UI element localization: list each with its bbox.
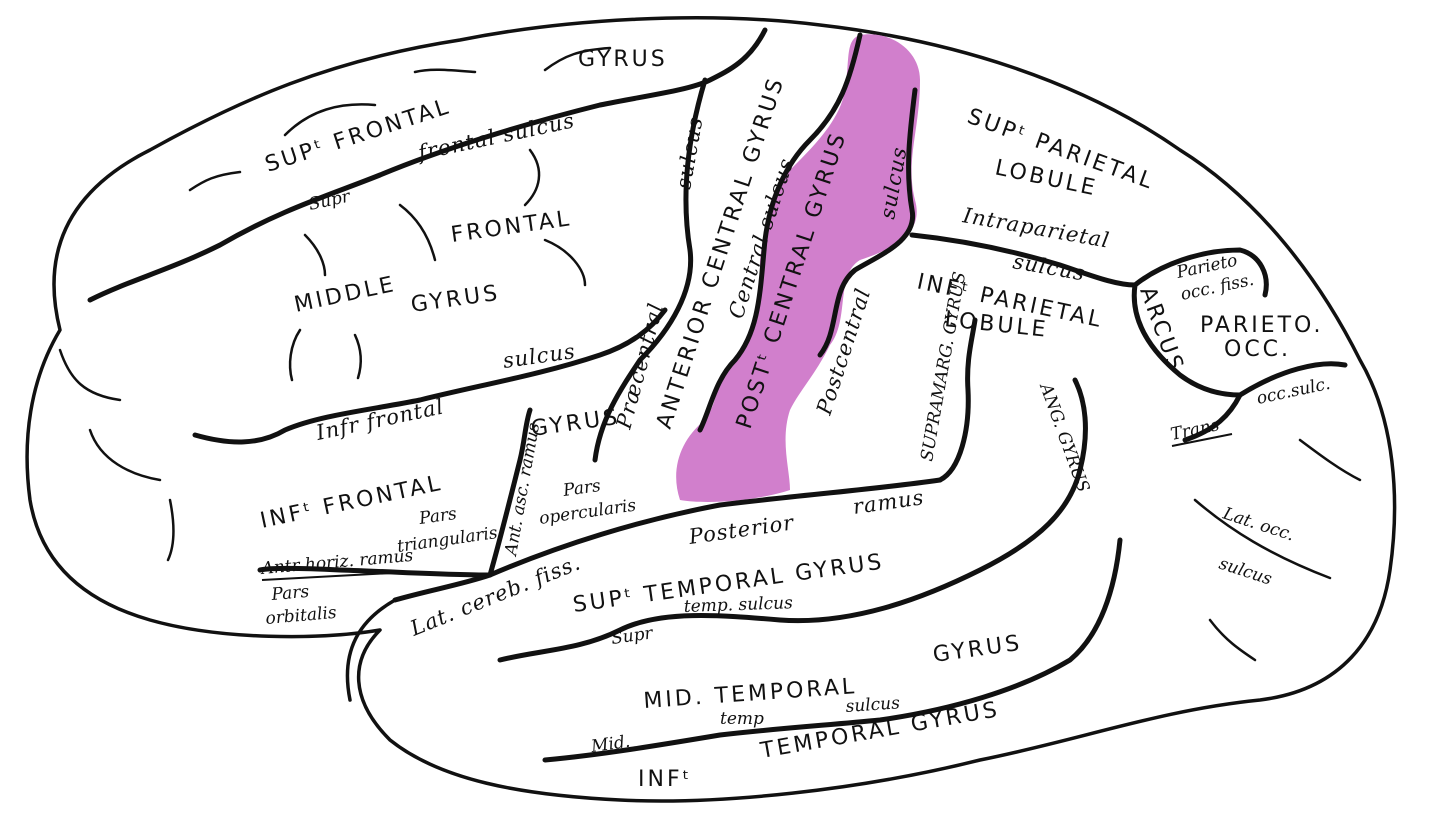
anterior-horizontal-ramus [257,566,493,578]
inferior-frontal-sulcus [192,307,668,445]
occipital-groove-3 [1208,618,1257,662]
transverse-occipital-sulcus [1182,392,1243,443]
frontal-groove-10 [88,428,162,482]
frontal-groove-3 [413,68,477,74]
frontal-groove-12 [288,328,302,382]
parieto-occipital-arcus [1131,247,1348,398]
occipital-groove-1 [1193,498,1332,580]
anterior-ascending-ramus [487,407,533,578]
label-parieto-occ-1: PARIETO. [1200,313,1323,338]
label-gyrus-top: GYRUS [578,47,668,72]
middle-temporal-sulcus [542,537,1123,763]
label-temp: temp [720,709,764,729]
frontal-groove-8 [303,233,327,277]
superior-frontal-sulcus [87,27,768,303]
intraparietal-sulcus [909,232,1138,288]
postcentral-sulcus [817,87,918,358]
frontal-groove-7 [398,203,437,262]
label-pars-orbitalis-1: Pars [270,582,311,605]
frontal-groove-6 [543,238,587,287]
temporal-lobe-outline [345,598,397,702]
precentral-sulcus [592,77,708,463]
frontal-groove-1 [188,170,242,192]
label-inf-temporal: INFᵗ [638,767,692,792]
frontal-groove-2 [283,103,377,137]
frontal-groove-5 [523,148,541,207]
underline-ant-horiz-ramus [261,571,411,581]
underline-trans [1171,433,1233,447]
postcentral-gyrus-highlight [676,34,920,502]
occipital-groove-2 [1298,438,1362,482]
frontal-groove-9 [58,348,122,402]
frontal-groove-13 [353,333,362,380]
supramarginal-sulcus [937,317,978,483]
label-sulcus-mid-temp: sulcus [845,693,901,717]
label-supr-temp-sulcus-2: temp. sulcus [683,593,793,617]
frontal-groove-11 [166,498,175,562]
superior-temporal-sulcus [497,377,1088,663]
central-sulcus [697,32,863,433]
label-parieto-occ-2: OCC. [1224,337,1291,362]
lateral-cerebral-fissure [392,477,943,603]
frontal-groove-4 [543,46,612,72]
